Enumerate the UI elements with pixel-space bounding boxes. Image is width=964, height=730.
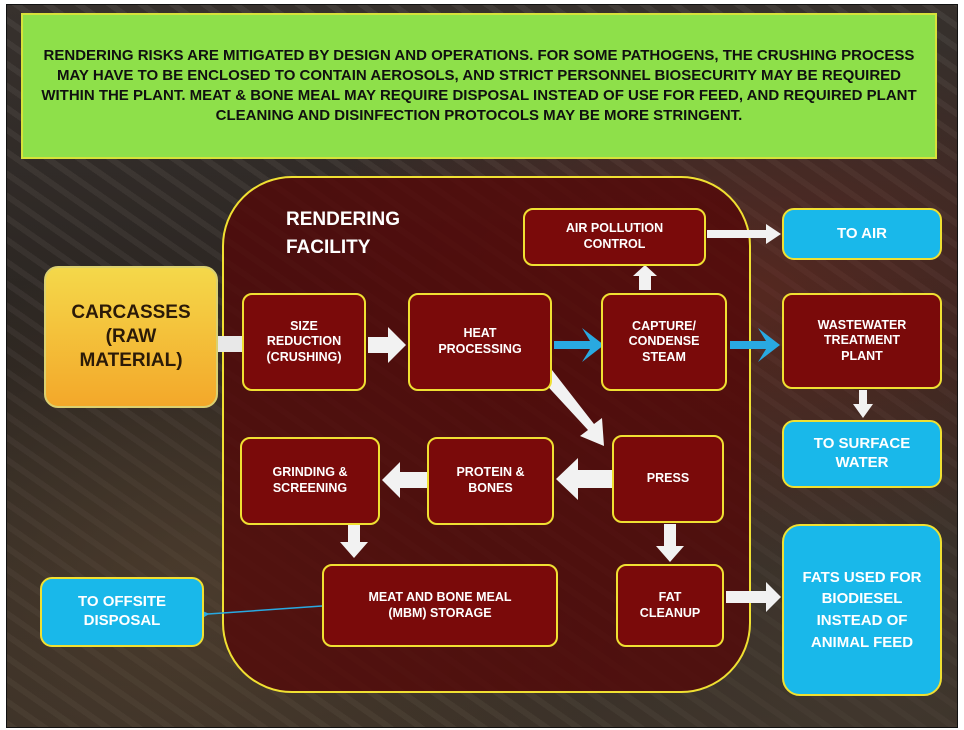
- wastewater-treatment-label: WASTEWATER TREATMENT PLANT: [817, 317, 907, 363]
- arrow-press-to-fat: [656, 524, 684, 562]
- arrow-apc-to-air: [707, 224, 781, 244]
- heat-processing-node: HEAT PROCESSING: [408, 293, 552, 391]
- protein-bones-label: PROTEIN & BONES: [456, 465, 525, 495]
- carcasses-label: CARCASSES (RAW MATERIAL): [71, 302, 191, 371]
- size-reduction-label: SIZE REDUCTION (CRUSHING): [266, 318, 342, 364]
- risk-banner-text: RENDERING RISKS ARE MITIGATED BY DESIGN …: [41, 47, 917, 124]
- to-air-node: TO AIR: [782, 208, 942, 260]
- press-node: PRESS: [612, 435, 724, 523]
- arrow-fat-to-biodiesel: [726, 582, 781, 612]
- size-reduction-node: SIZE REDUCTION (CRUSHING): [242, 293, 366, 391]
- arrow-carcasses-to-size: [218, 336, 242, 352]
- protein-bones-node: PROTEIN & BONES: [427, 437, 554, 525]
- arrow-protein-to-grinding: [382, 462, 428, 498]
- to-offsite-disposal-node: TO OFFSITE DISPOSAL: [40, 577, 204, 647]
- to-offsite-disposal-label: TO OFFSITE DISPOSAL: [77, 593, 167, 629]
- carcasses-node: CARCASSES (RAW MATERIAL): [44, 266, 218, 408]
- air-pollution-control-label: AIR POLLUTION CONTROL: [565, 221, 664, 251]
- air-pollution-control-node: AIR POLLUTION CONTROL: [523, 208, 706, 266]
- press-label: PRESS: [646, 471, 690, 486]
- arrow-size-to-heat: [368, 327, 406, 363]
- to-surface-water-node: TO SURFACE WATER: [782, 420, 942, 488]
- mbm-storage-node: MEAT AND BONE MEAL (MBM) STORAGE: [322, 564, 558, 647]
- arrow-capture-to-wastewater: [730, 328, 780, 362]
- fat-cleanup-label: FAT CLEANUP: [639, 589, 701, 620]
- arrow-heat-to-press: [540, 370, 604, 446]
- grinding-screening-node: GRINDING & SCREENING: [240, 437, 380, 525]
- arrow-grinding-to-mbm: [340, 524, 368, 558]
- grinding-screening-label: GRINDING & SCREENING: [272, 465, 348, 495]
- heat-processing-label: HEAT PROCESSING: [438, 326, 522, 356]
- mbm-storage-label: MEAT AND BONE MEAL (MBM) STORAGE: [368, 589, 512, 620]
- arrow-heat-to-capture: [554, 328, 604, 362]
- fat-cleanup-node: FAT CLEANUP: [616, 564, 724, 647]
- arrow-mbm-to-offsite: [197, 605, 323, 621]
- arrow-wastewater-to-surface: [853, 390, 873, 418]
- to-air-label: TO AIR: [836, 224, 887, 242]
- risk-banner: RENDERING RISKS ARE MITIGATED BY DESIGN …: [21, 13, 937, 159]
- to-surface-water-label: TO SURFACE WATER: [813, 435, 911, 471]
- fats-biodiesel-node: FATS USED FOR BIODIESEL INSTEAD OF ANIMA…: [782, 524, 942, 696]
- fats-biodiesel-label: FATS USED FOR BIODIESEL INSTEAD OF ANIMA…: [802, 568, 922, 651]
- capture-condense-label: CAPTURE/ CONDENSE STEAM: [628, 318, 700, 364]
- arrow-press-to-protein: [556, 458, 612, 500]
- facility-label: RENDERING FACILITY: [286, 209, 401, 258]
- arrow-capture-to-apc: [633, 265, 657, 290]
- wastewater-treatment-node: WASTEWATER TREATMENT PLANT: [782, 293, 942, 389]
- capture-condense-node: CAPTURE/ CONDENSE STEAM: [601, 293, 727, 391]
